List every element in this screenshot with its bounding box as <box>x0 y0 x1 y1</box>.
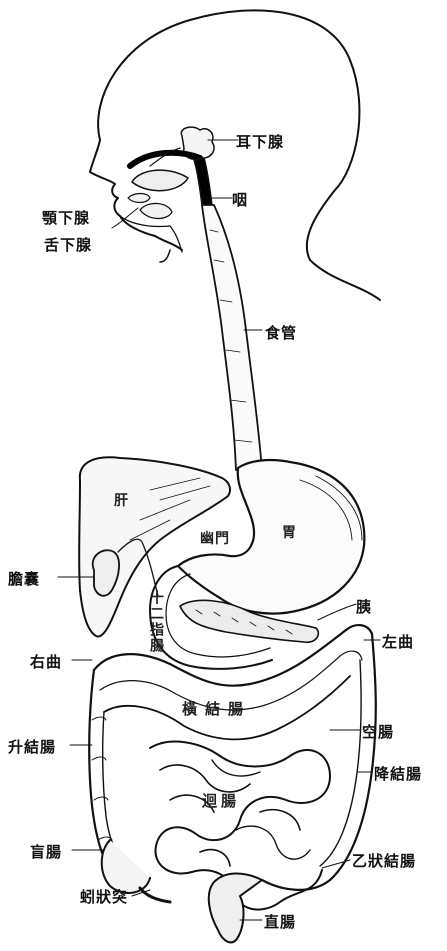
head-outline <box>98 10 380 300</box>
label-stomach: 胃 <box>282 522 297 542</box>
leader-pancreas <box>318 604 356 620</box>
label-pancreas: 胰 <box>356 596 372 617</box>
label-submandibular-gland: 顎下腺 <box>42 207 90 228</box>
label-appendix: 蚓狀突 <box>80 886 128 907</box>
label-duodenum: 十二指腸 <box>146 590 166 654</box>
label-pylorus: 幽門 <box>200 528 230 548</box>
rectum <box>209 874 262 943</box>
label-jejunum: 空腸 <box>362 721 394 742</box>
label-pharynx: 咽 <box>232 189 248 210</box>
submandibular-gland <box>140 203 172 218</box>
label-ascending-colon: 升結腸 <box>8 736 56 757</box>
appendix <box>140 888 170 902</box>
label-parotid-gland: 耳下腺 <box>236 131 284 152</box>
label-right-flexure: 右曲 <box>30 651 62 672</box>
label-sigmoid-colon: 乙狀結腸 <box>352 850 416 871</box>
tongue <box>132 170 188 191</box>
label-descending-colon: 降結腸 <box>374 763 422 784</box>
label-liver: 肝 <box>114 490 129 510</box>
label-gallbladder: 膽囊 <box>8 568 40 589</box>
label-esophagus: 食管 <box>265 322 297 343</box>
neck-front <box>160 250 170 262</box>
label-sublingual-gland: 舌下腺 <box>44 234 92 255</box>
label-transverse-colon: 橫結腸 <box>182 698 251 719</box>
label-cecum: 盲腸 <box>30 841 62 862</box>
transverse-colon <box>94 625 372 686</box>
palate <box>130 153 200 166</box>
esophagus <box>202 205 262 470</box>
sublingual-gland <box>128 194 150 203</box>
descending-colon-inner <box>320 660 361 866</box>
label-left-flexure: 左曲 <box>382 631 414 652</box>
label-ileum: 迴腸 <box>202 790 240 811</box>
label-rectum: 直腸 <box>264 911 296 932</box>
